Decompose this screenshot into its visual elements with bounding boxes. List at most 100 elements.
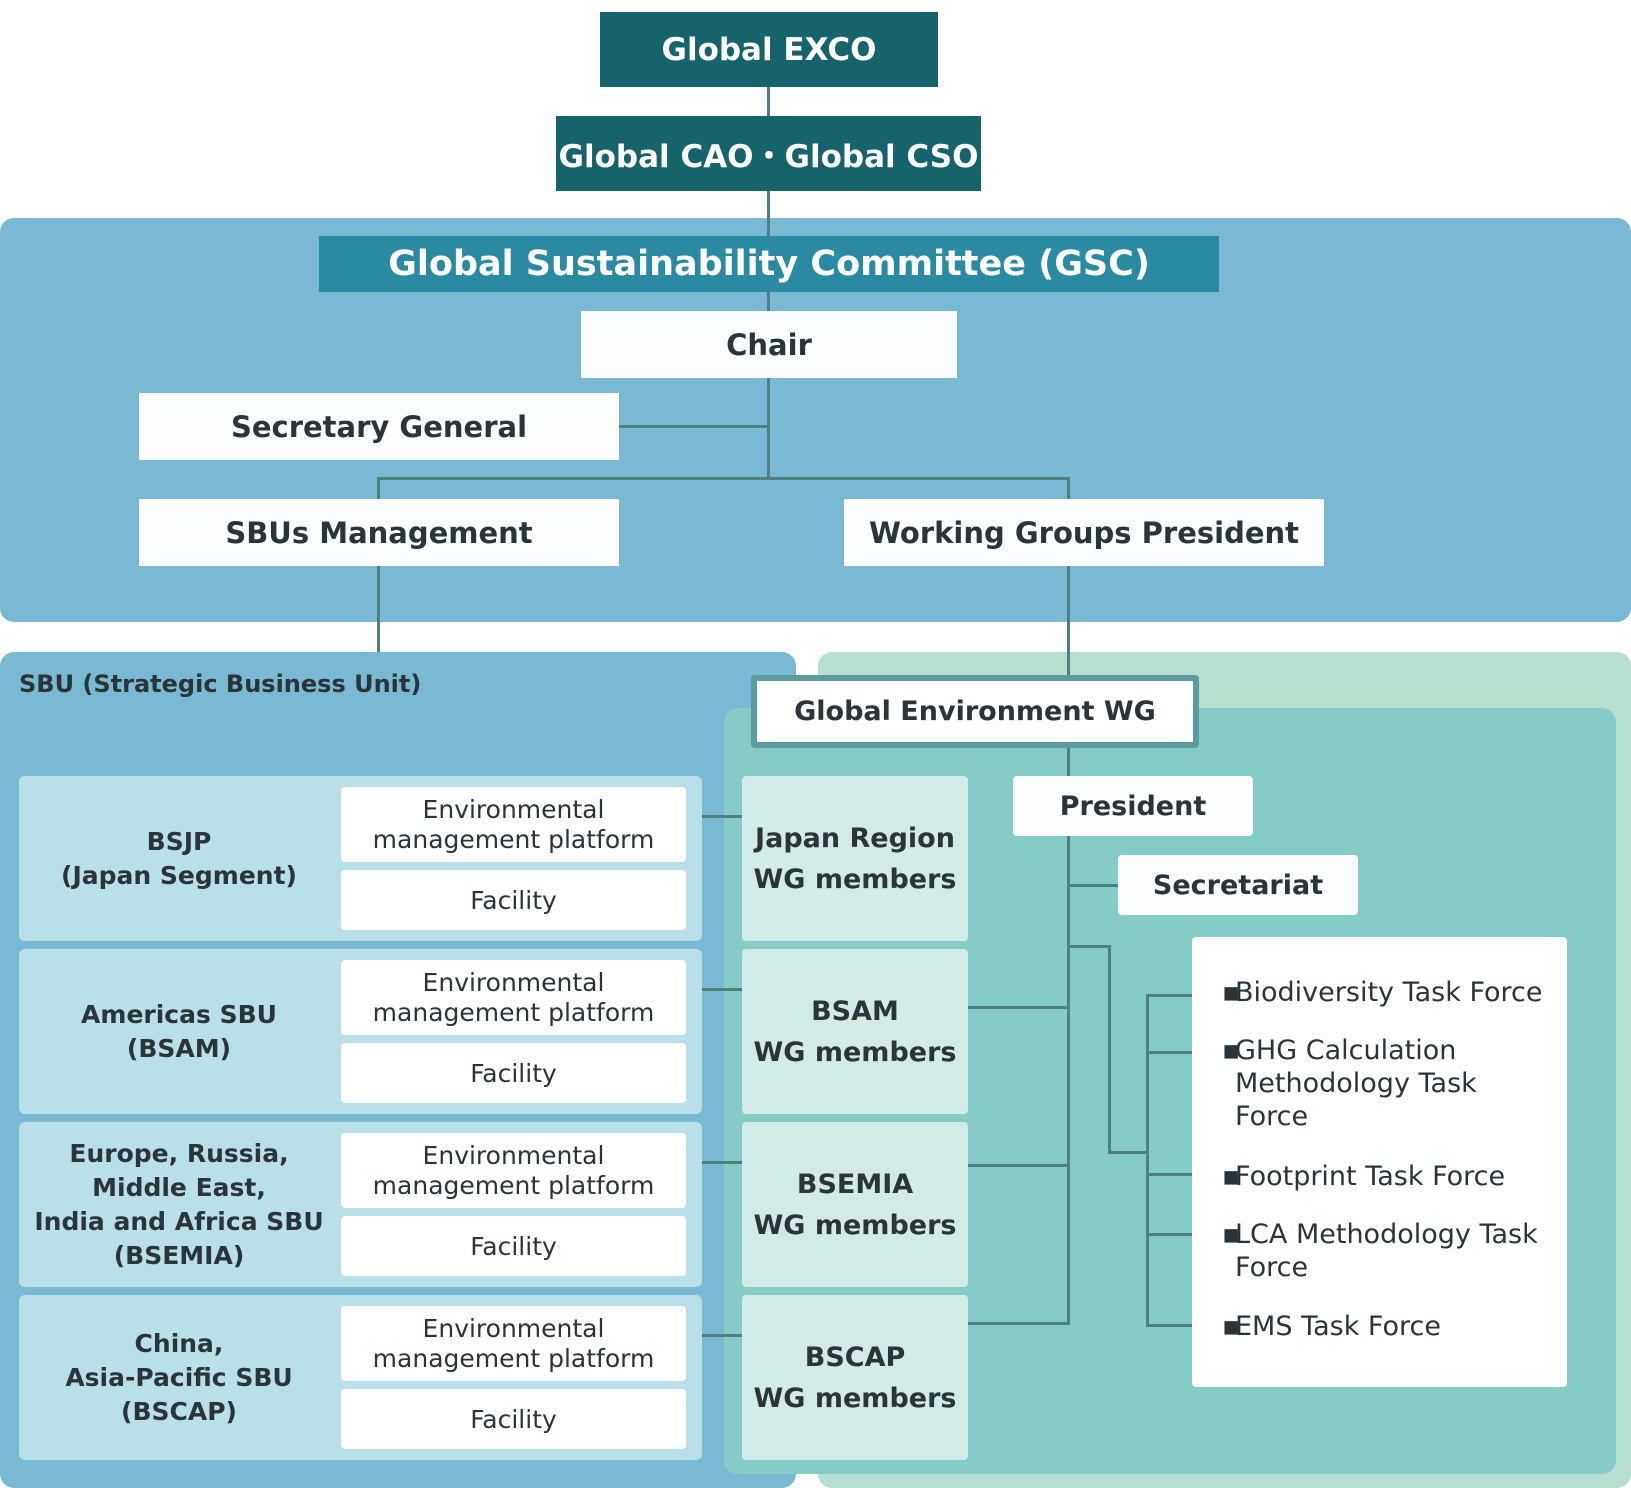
sbu-name-line: (Japan Segment) <box>61 860 297 890</box>
environmental-platform-box: Environmental management platform <box>341 1306 686 1381</box>
bullet-icon: ▪ <box>1222 1219 1241 1250</box>
connector-line <box>968 1006 1068 1009</box>
connector-line <box>767 190 770 236</box>
wg-members-box: BSAM WG members <box>742 949 968 1114</box>
environmental-platform-label: Environmental management platform <box>372 794 655 854</box>
sbu-name-line: India and Africa SBU <box>34 1206 324 1236</box>
wg-members-box: Japan Region WG members <box>742 776 968 941</box>
connector-line <box>1108 1151 1148 1154</box>
global-cao-cso-label: Global CAO・Global CSO <box>558 139 979 175</box>
task-force-label: Footprint Task Force <box>1235 1161 1506 1192</box>
task-force-item: ▪ Footprint Task Force <box>1222 1160 1562 1196</box>
sbu-panel-title: SBU (Strategic Business Unit) <box>19 670 422 698</box>
wg-members-line: Japan Region <box>755 822 955 854</box>
sbu-name-line: (BSAM) <box>126 1033 232 1063</box>
connector-line <box>767 86 770 116</box>
secretariat-box: Secretariat <box>1118 855 1358 915</box>
sbu-name: Americas SBU (BSAM) <box>19 949 339 1114</box>
environmental-platform-label: Environmental management platform <box>372 1313 655 1373</box>
connector-line <box>968 1322 1068 1325</box>
connector-line <box>686 1334 742 1337</box>
sbu-name-line: China, <box>134 1328 224 1358</box>
global-cao-cso-box: Global CAO・Global CSO <box>556 116 981 191</box>
task-force-label: EMS Task Force <box>1235 1311 1441 1342</box>
bullet-icon: ▪ <box>1222 977 1241 1008</box>
global-exco-label: Global EXCO <box>661 31 877 68</box>
facility-label: Facility <box>470 1058 557 1088</box>
task-force-item: ▪ Biodiversity Task Force <box>1222 976 1562 1012</box>
secretary-general-box: Secretary General <box>139 393 619 460</box>
connector-line <box>1146 994 1192 997</box>
connector-line <box>1067 566 1070 678</box>
environmental-platform-box: Environmental management platform <box>341 787 686 862</box>
sbus-management-label: SBUs Management <box>225 515 533 550</box>
connector-line <box>618 425 769 428</box>
task-force-item: ▪ LCA Methodology Task Force <box>1222 1218 1562 1288</box>
secretary-general-label: Secretary General <box>230 409 528 444</box>
task-force-item: ▪ EMS Task Force <box>1222 1310 1562 1346</box>
connector-line <box>968 1164 1068 1167</box>
wg-members-box: BSEMIA WG members <box>742 1122 968 1287</box>
gsc-title-box: Global Sustainability Committee (GSC) <box>319 236 1219 292</box>
sbus-management-box: SBUs Management <box>139 499 619 566</box>
connector-line <box>1146 1233 1192 1236</box>
connector-line <box>1146 994 1149 1327</box>
connector-line <box>1146 1173 1192 1176</box>
sbu-name-line: BSJP <box>146 826 212 856</box>
connector-line <box>1146 1324 1192 1327</box>
connector-line <box>686 815 742 818</box>
wg-president-box: Working Groups President <box>844 499 1324 566</box>
global-environment-wg-label: Global Environment WG <box>794 696 1156 727</box>
bullet-icon: ▪ <box>1222 1035 1241 1066</box>
connector-line <box>1146 1051 1192 1054</box>
connector-line <box>377 477 1070 480</box>
facility-label: Facility <box>470 885 557 915</box>
connector-line <box>1067 945 1110 948</box>
wg-members-line: BSEMIA <box>796 1168 914 1200</box>
facility-box: Facility <box>341 870 686 930</box>
chair-box: Chair <box>581 311 957 378</box>
sbu-name-line: Middle East, <box>92 1172 266 1202</box>
bullet-icon: ▪ <box>1222 1311 1241 1342</box>
president-box: President <box>1013 776 1253 836</box>
environmental-platform-label: Environmental management platform <box>372 1140 655 1200</box>
global-exco-box: Global EXCO <box>600 12 938 87</box>
environmental-platform-label: Environmental management platform <box>372 967 655 1027</box>
connector-line <box>686 988 742 991</box>
sbu-name-line: Europe, Russia, <box>69 1138 289 1168</box>
task-force-label: LCA Methodology Task Force <box>1235 1219 1538 1283</box>
sbu-name-line: (BSCAP) <box>121 1396 237 1426</box>
connector-line <box>686 1161 742 1164</box>
sbu-name: China, Asia-Pacific SBU (BSCAP) <box>19 1295 339 1460</box>
sbu-name-line: Asia-Pacific SBU <box>65 1362 293 1392</box>
wg-members-line: BSAM <box>811 995 899 1027</box>
connector-line <box>1067 744 1070 1325</box>
sbu-name-line: Americas SBU <box>81 999 277 1029</box>
wg-president-label: Working Groups President <box>868 515 1300 550</box>
connector-line <box>377 477 380 499</box>
connector-line <box>767 378 770 479</box>
task-force-label: GHG Calculation Methodology Task Force <box>1235 1035 1477 1132</box>
gsc-title: Global Sustainability Committee (GSC) <box>388 244 1150 284</box>
connector-line <box>377 566 380 652</box>
connector-line <box>1108 945 1111 1153</box>
facility-label: Facility <box>470 1404 557 1434</box>
environmental-platform-box: Environmental management platform <box>341 960 686 1035</box>
wg-members-line: WG members <box>753 1382 957 1414</box>
wg-members-line: WG members <box>753 1036 957 1068</box>
connector-line <box>1067 477 1070 499</box>
wg-members-box: BSCAP WG members <box>742 1295 968 1460</box>
task-force-box <box>1192 937 1567 1387</box>
connector-line <box>1067 884 1119 887</box>
chair-label: Chair <box>726 327 812 362</box>
facility-label: Facility <box>470 1231 557 1261</box>
connector-line <box>767 292 770 312</box>
facility-box: Facility <box>341 1216 686 1276</box>
president-label: President <box>1059 790 1207 822</box>
sbu-name-line: (BSEMIA) <box>113 1240 245 1270</box>
sbu-name: BSJP (Japan Segment) <box>19 776 339 941</box>
global-environment-wg-box: Global Environment WG <box>751 675 1199 748</box>
wg-members-line: WG members <box>753 863 957 895</box>
task-force-item: ▪ GHG Calculation Methodology Task Force <box>1222 1034 1562 1134</box>
wg-members-line: WG members <box>753 1209 957 1241</box>
